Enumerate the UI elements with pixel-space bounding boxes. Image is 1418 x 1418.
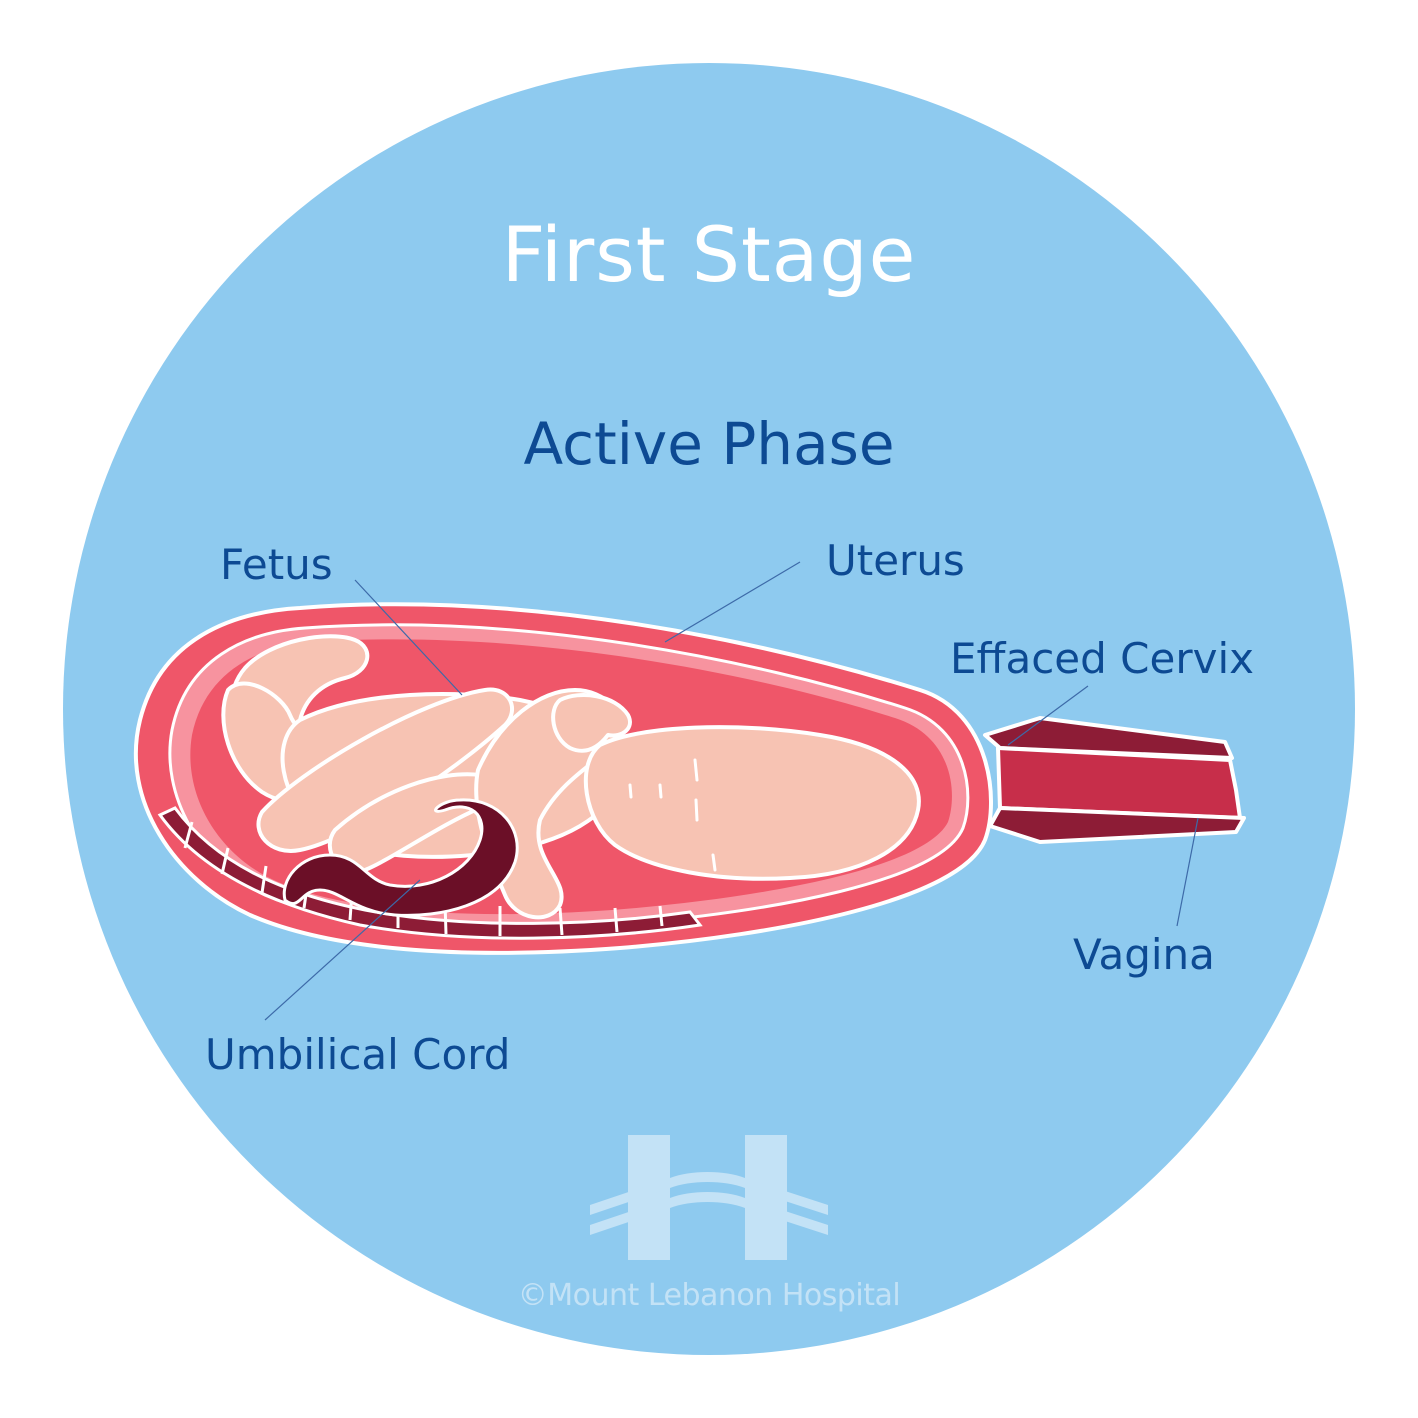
label-umbilical-cord: Umbilical Cord (205, 1030, 511, 1079)
vagina-lower-wall (988, 806, 1246, 844)
logo-bridge-lower (590, 1192, 828, 1235)
leader-fetus (354, 579, 463, 696)
leader-vagina (1176, 817, 1199, 927)
leader-cord (264, 879, 421, 1021)
label-vagina: Vagina (1073, 930, 1215, 979)
fetus-face-lines (628, 758, 717, 872)
copyright-credit: ©Mount Lebanon Hospital (517, 1278, 901, 1313)
diagram-title: First Stage (501, 210, 917, 299)
leader-uterus (664, 561, 801, 643)
leader-lines (264, 561, 1199, 1021)
label-uterus: Uterus (826, 536, 965, 585)
leader-cervix (1007, 685, 1089, 746)
label-fetus: Fetus (220, 540, 333, 589)
fetus-hand (551, 693, 632, 753)
vagina-tube (983, 716, 1246, 844)
hospital-logo (590, 1135, 828, 1260)
vagina-lumen (996, 746, 1242, 820)
fetus (221, 634, 921, 920)
diagram-subtitle: Active Phase (523, 410, 895, 478)
umbilical-cord (282, 798, 519, 917)
fetus-head (583, 725, 921, 881)
label-effaced-cervix: Effaced Cervix (950, 634, 1254, 683)
logo-bridge-upper (590, 1172, 828, 1215)
vagina-upper-wall (983, 716, 1234, 760)
